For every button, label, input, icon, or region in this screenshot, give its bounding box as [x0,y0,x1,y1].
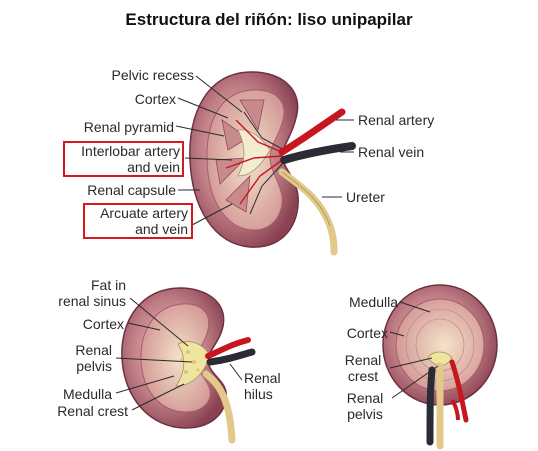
highlight-interlobar [63,141,184,177]
label-ureter: Ureter [346,189,385,205]
label-renal-vein: Renal vein [358,144,425,160]
label-hilus-line1: Renal [244,370,281,386]
label-br-crest-line2: crest [347,368,379,384]
label-br-medulla: Medulla [348,294,398,310]
label-br-cortex: Cortex [346,325,388,341]
label-interlobar-line2: and vein [127,159,180,175]
top-renal-artery [278,108,346,156]
label-top-cortex: Cortex [134,91,176,107]
top-leader-lines [175,75,354,226]
bottom-right-leader-lines [389,301,439,399]
label-renal-capsule: Renal capsule [87,182,176,198]
page-title: Estructura del riñón: liso unipapilar [125,10,413,29]
label-br-pelvis-line2: pelvis [347,406,383,422]
label-renal-hilus: Renal hilus [244,370,281,402]
top-kidney [189,71,356,256]
label-br-pelvis-line1: Renal [346,390,384,406]
label-bl-medulla: Medulla [62,386,112,402]
label-hilus-line2: hilus [244,386,273,402]
label-br-renal-crest: Renal crest [336,352,390,384]
label-interlobar: Interlobar artery and vein [66,143,180,175]
label-br-renal-pelvis: Renal pelvis [338,390,392,422]
label-bl-pelvis-line2: pelvis [76,358,112,374]
label-bl-pelvis-line1: Renal [75,342,112,358]
label-fat-line1: Fat in [90,277,126,293]
label-bl-cortex: Cortex [82,316,124,332]
bottom-right-kidney [382,284,498,450]
bottom-left-leader-lines [115,297,243,411]
top-renal-vein [280,142,356,164]
label-br-crest-line1: Renal [344,352,382,368]
label-fat-renal-sinus: Fat in renal sinus [40,277,126,309]
label-renal-artery: Renal artery [358,112,435,128]
label-renal-pyramid: Renal pyramid [83,119,174,135]
label-bl-renal-pelvis: Renal pelvis [46,342,112,374]
label-bl-renal-crest: Renal crest [57,403,128,419]
bottom-left-kidney [121,287,256,444]
highlight-arcuate [83,203,193,239]
label-fat-line2: renal sinus [58,293,126,309]
label-arcuate-line2: and vein [135,221,188,237]
label-interlobar-line1: Interlobar artery [81,143,180,159]
label-arcuate-line1: Arcuate artery [100,205,188,221]
label-arcuate: Arcuate artery and vein [86,205,188,237]
label-pelvic-recess: Pelvic recess [111,67,194,83]
